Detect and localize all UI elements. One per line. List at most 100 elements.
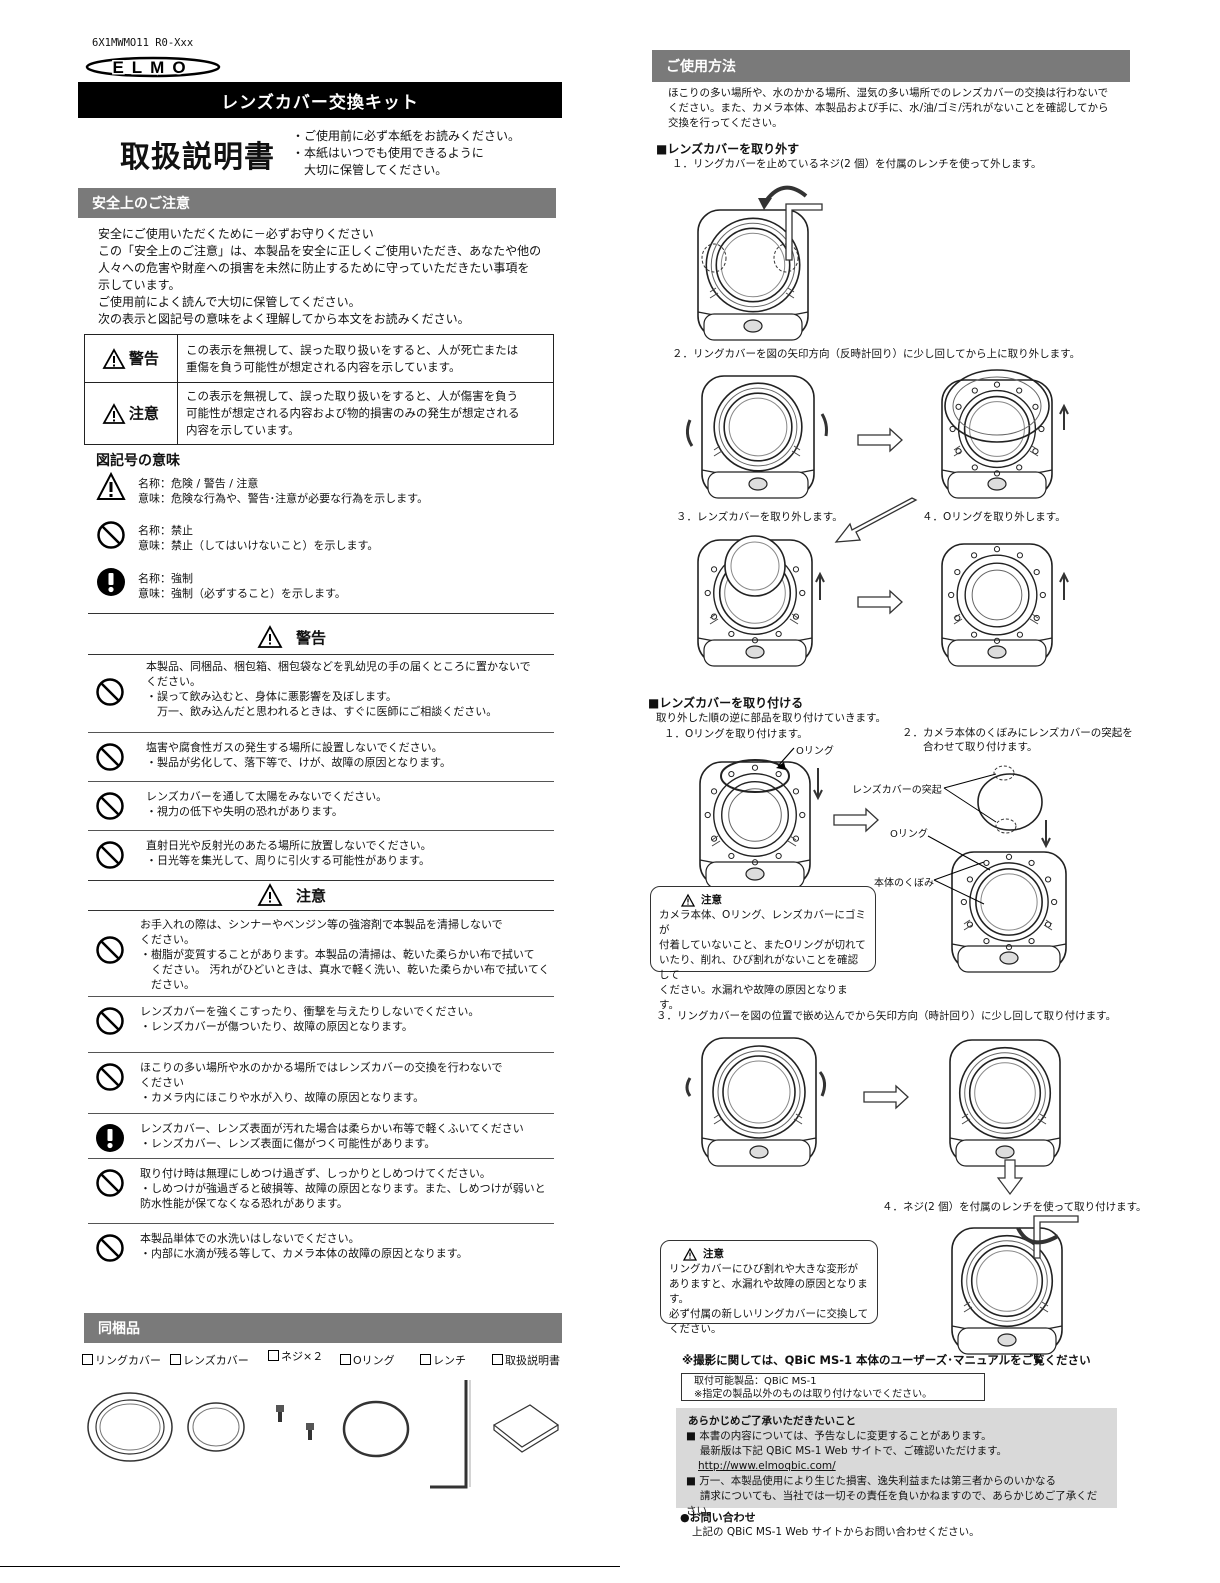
document-code: 6X1MWMO11 R0-Xxx bbox=[92, 37, 194, 49]
camera-step-attach-3a bbox=[701, 1037, 817, 1167]
label-o-ring: Oリング bbox=[796, 746, 834, 757]
divider bbox=[88, 1113, 554, 1114]
caution-heading: 注意 bbox=[257, 883, 326, 906]
caution-triangle-icon bbox=[682, 1247, 698, 1261]
o-ring-illustration bbox=[342, 1400, 410, 1458]
caution-box-ring-cover: 注意 リングカバーにひび割れや大きな変形がありますと、水漏れや故障の原因となりま… bbox=[660, 1240, 878, 1335]
o-ring-illustration bbox=[720, 759, 790, 793]
caution-label: 注意 bbox=[128, 404, 159, 422]
protrusion-highlight bbox=[995, 818, 1017, 834]
contact-text: 上記の QBiC MS-1 Web サイトからお問い合わせください。 bbox=[692, 1526, 980, 1538]
contact-title: ●お問い合わせ bbox=[680, 1511, 756, 1524]
remove-step-2: ２．リングカバーを図の矢印方向（反時計回り）に少し回してから上に取り外します。 bbox=[672, 348, 1081, 360]
attach-step-2: ２．カメラ本体のくぼみにレンズカバーの突起を 合わせて取り付けます。 bbox=[902, 727, 1133, 753]
notice-box: あらかじめご了承いただきたいこと ■ 本書の内容については、予告なしに変更するこ… bbox=[676, 1408, 1117, 1517]
divider bbox=[88, 830, 554, 831]
rotate-arrow bbox=[685, 419, 694, 447]
shooting-note: ※撮影に関しては、QBiC MS-1 本体のユーザーズ･マニュアルをご覧ください bbox=[682, 1353, 1091, 1367]
checkbox[interactable] bbox=[82, 1354, 93, 1365]
ring-cover-lifted bbox=[944, 369, 1050, 443]
remove-step-4: ４．Oリングを取り外します。 bbox=[922, 511, 1066, 523]
leader-line bbox=[927, 835, 991, 871]
camera-step-attach-4 bbox=[951, 1227, 1063, 1355]
usage-header: ご使用方法 bbox=[652, 50, 1130, 82]
attach-step-3: ３．リングカバーを図の位置で嵌め込んでから矢印方向（時計回り）に少し回して取り付… bbox=[656, 1010, 1117, 1022]
rotate-arrow bbox=[762, 185, 808, 206]
down-arrow-head bbox=[1041, 837, 1051, 849]
wrench-illustration bbox=[785, 203, 823, 261]
checkbox[interactable] bbox=[420, 1354, 431, 1365]
remove-step-1: １．リングカバーを止めているネジ(2 個）を付属のレンチを使って外します。 bbox=[672, 158, 1042, 170]
manual-illustration bbox=[492, 1404, 560, 1453]
prohibition-icon bbox=[96, 678, 124, 706]
caution-item: レンズカバーを強くこすったり、衝撃を与えたりしないでください。・レンズカバーが傷… bbox=[140, 1005, 480, 1033]
caution-item: レンズカバー、レンズ表面が汚れた場合は柔らかい布等で軽くふいてください・レンズカ… bbox=[140, 1122, 524, 1150]
lens-cover-inner bbox=[730, 541, 780, 591]
divider bbox=[88, 1223, 554, 1224]
prohibition-icon bbox=[96, 792, 124, 820]
warning-label: 警告 bbox=[128, 349, 159, 367]
contents-illustrations bbox=[87, 1380, 560, 1489]
caution-item: 取り付け時は無理にしめつけ過ぎず、しっかりとしめつけてください。・しめつけが強過… bbox=[140, 1167, 546, 1210]
lens-cover-illustration bbox=[187, 1402, 245, 1452]
lens-cover-illustration bbox=[977, 773, 1043, 831]
caution-item: お手入れの際は、シンナーやベンジン等の強溶剤で本製品を清掃しないでください。・樹… bbox=[140, 918, 550, 991]
rotate-arrow-head bbox=[758, 198, 772, 210]
caution-triangle-icon bbox=[257, 883, 283, 906]
camera-step-remove-2b bbox=[941, 379, 1053, 499]
screws-illustration bbox=[276, 1405, 314, 1440]
attach-step-4: ４．ネジ(2 個）を付属のレンチを使って取り付けます。 bbox=[882, 1201, 1147, 1213]
divider bbox=[88, 910, 554, 911]
caution-box-o-ring: 注意 カメラ本体、Oリング、レンズカバーにゴミが付着していないこと、またOリング… bbox=[650, 886, 876, 1011]
checkbox[interactable] bbox=[268, 1350, 279, 1361]
hollow-arrow-right bbox=[863, 1084, 909, 1110]
symbol-prohibition-text: 名称：禁止意味：禁止（してはいけないこと）を示します。 bbox=[138, 524, 379, 552]
hollow-arrow-down bbox=[996, 1159, 1024, 1195]
attach-intro: 取り外した順の逆に部品を取り付けていきます。 bbox=[656, 712, 886, 724]
mandatory-icon bbox=[97, 568, 125, 596]
rotate-arrow bbox=[1016, 1227, 1059, 1245]
prohibition-icon bbox=[96, 1169, 124, 1197]
warning-item: 直射日光や反射光のあたる場所に放置しないでください。・日光等を集光して、周りに引… bbox=[146, 839, 432, 867]
mandatory-icon bbox=[96, 1124, 124, 1152]
camera-step-attach-2 bbox=[951, 851, 1067, 973]
hollow-arrow-right bbox=[857, 589, 903, 615]
up-arrow-head bbox=[815, 571, 825, 583]
remove-title: ■レンズカバーを取り外す bbox=[656, 142, 800, 156]
rotate-arrow bbox=[685, 1077, 692, 1097]
checkbox[interactable] bbox=[170, 1354, 181, 1365]
warning-triangle-icon bbox=[102, 347, 126, 369]
rotate-arrow bbox=[818, 1071, 827, 1097]
usage-intro: ほこりの多い場所や、水のかかる場所、湿気の多い場所でのレンズカバーの交換は行わな… bbox=[668, 87, 1109, 129]
symbols-header: 図記号の意味 bbox=[96, 453, 180, 469]
elmo-logo: ELMO bbox=[85, 57, 221, 79]
label-o-ring-2: Oリング bbox=[890, 829, 928, 840]
warning-heading: 警告 bbox=[257, 625, 326, 648]
attach-step-1: １．Oリングを取り付けます。 bbox=[664, 728, 808, 740]
prohibition-icon bbox=[96, 1007, 124, 1035]
divider bbox=[88, 732, 554, 733]
divider bbox=[88, 880, 554, 881]
camera-step-attach-1 bbox=[699, 761, 811, 889]
checkbox[interactable] bbox=[340, 1354, 351, 1365]
leader-line bbox=[943, 773, 997, 823]
caution-triangle-icon bbox=[680, 893, 696, 907]
prohibition-icon bbox=[96, 936, 124, 964]
rotate-arrow bbox=[820, 413, 828, 437]
svg-text:ELMO: ELMO bbox=[112, 58, 193, 77]
checkbox[interactable] bbox=[492, 1354, 503, 1365]
warning-item: 本製品、同梱品、梱包箱、梱包袋などを乳幼児の手の届くところに置かないでください。… bbox=[146, 660, 531, 718]
down-arrow-head bbox=[813, 789, 823, 801]
camera-step-attach-3b bbox=[949, 1039, 1061, 1167]
bottom-rule bbox=[0, 1566, 620, 1567]
hollow-arrow-diagonal bbox=[834, 497, 918, 543]
label-lens-cover-protrusion: レンズカバーの突起 bbox=[852, 785, 942, 796]
web-site-link[interactable]: http://www.elmoqbic.com/ bbox=[698, 1460, 836, 1472]
safety-header: 安全上のご注意 bbox=[78, 188, 556, 218]
camera-step-remove-1 bbox=[697, 209, 809, 341]
ring-cover-inner bbox=[952, 376, 1042, 436]
attach-title: ■レンズカバーを取り付ける bbox=[648, 696, 804, 710]
leader-line bbox=[777, 747, 795, 767]
symbol-mandatory-text: 名称：強制意味：強制（必ずすること）を示します。 bbox=[138, 572, 346, 600]
